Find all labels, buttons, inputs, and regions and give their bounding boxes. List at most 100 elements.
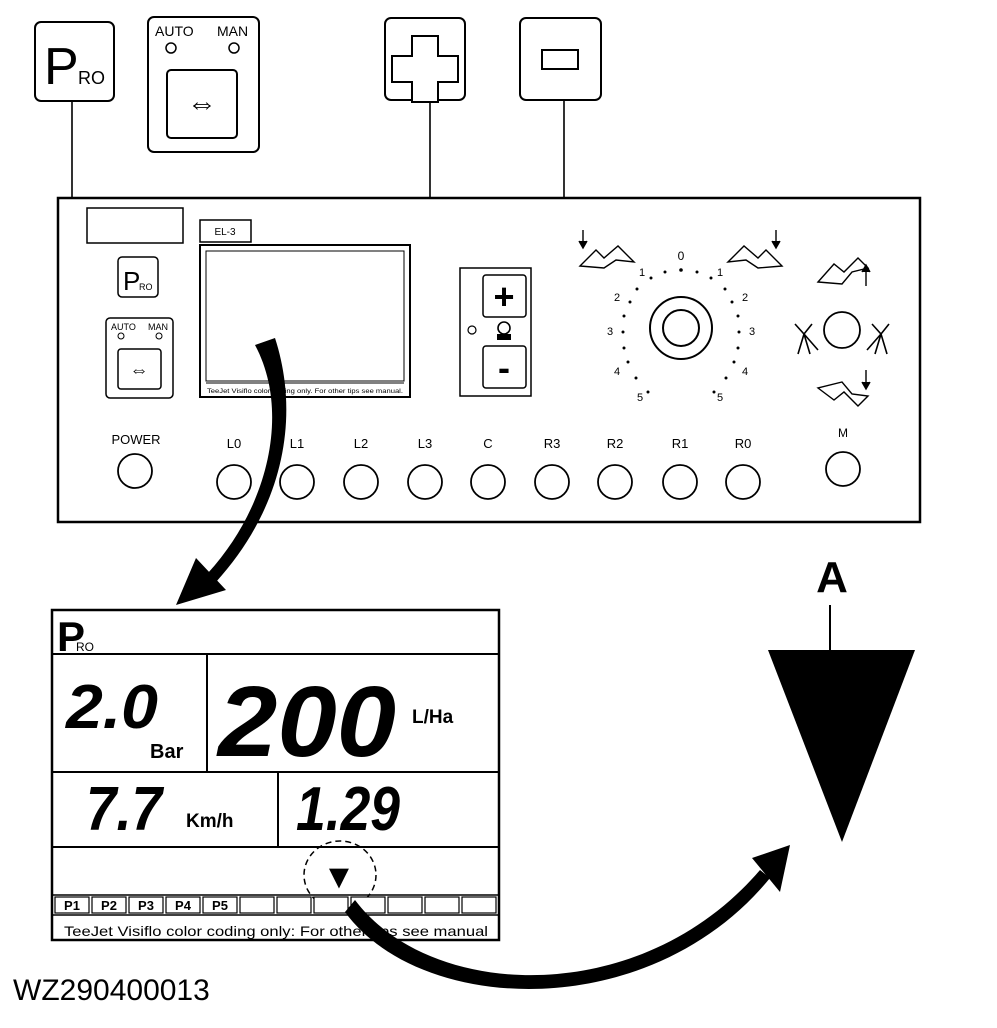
dial-tick-right-3: 3 (749, 326, 755, 338)
section-label-r0: R0 (735, 436, 752, 451)
power-button[interactable] (117, 453, 153, 489)
section-label-l1: L1 (290, 436, 304, 451)
pressure-value: 2.0 (65, 673, 158, 742)
console-plus-button[interactable]: + (482, 274, 527, 318)
console-man-led-icon (155, 332, 163, 340)
preset-cell-3 (128, 896, 164, 914)
m-button[interactable] (825, 451, 861, 487)
dial-tick-left-3: 3 (607, 326, 613, 338)
dial-tick-right-4: 4 (742, 366, 748, 378)
minus-icon (541, 49, 579, 70)
display-enlarged (50, 608, 501, 942)
key-lock-icon (497, 321, 511, 340)
dial-tick-right-2: 2 (742, 292, 748, 304)
dial-tick-left-1: 1 (639, 267, 645, 279)
section-button-r3[interactable] (534, 464, 570, 500)
console-label-plate (86, 207, 184, 244)
console-auto-label: AUTO (111, 322, 136, 332)
wing-right-icon (866, 323, 890, 355)
section-label-c: C (483, 436, 492, 451)
preset-cell-1 (54, 896, 90, 914)
man-led-icon (228, 42, 240, 54)
auto-label: AUTO (155, 23, 194, 39)
preset-cell-4 (165, 896, 201, 914)
boom-fold-left-icon (578, 230, 636, 269)
section-button-r0[interactable] (725, 464, 761, 500)
console-auto-led-icon (117, 332, 125, 340)
preset-cell-empty (387, 896, 423, 914)
console-pro-small: RO (139, 282, 153, 292)
tilt-up-icon (816, 257, 871, 286)
tilt-down-icon (816, 370, 871, 407)
console-adjust-block: + - (459, 267, 532, 397)
preset-cell-empty (239, 896, 275, 914)
preset-cell-5 (202, 896, 238, 914)
dial-tick-right-5: 5 (717, 392, 723, 404)
rate-unit: L/Ha (412, 707, 454, 728)
console-pro-button[interactable]: P RO (117, 256, 159, 298)
section-label-r2: R2 (607, 436, 624, 451)
callout-minus-button[interactable] (519, 17, 602, 101)
console-switch-arrows-icon: ⇔ (130, 360, 149, 381)
dial-tick-0: 0 (678, 249, 685, 263)
preset-cell-empty (424, 896, 460, 914)
display-logo-big: P (57, 613, 85, 660)
dial-tick-left-5: 5 (637, 392, 643, 404)
section-button-r1[interactable] (662, 464, 698, 500)
figure-id: WZ290400013 (13, 974, 210, 1007)
power-label: POWER (111, 432, 160, 447)
preset-label-5: P5 (212, 898, 228, 913)
dial-tick-right-1: 1 (717, 267, 723, 279)
curved-arrow-to-display (176, 338, 287, 605)
rotary-dial[interactable] (649, 296, 713, 360)
detail-label: A (816, 553, 848, 602)
preset-cell-empty (461, 896, 497, 914)
pro-logo-big: P (44, 38, 79, 96)
aux-value: 1.29 (296, 775, 400, 844)
section-label-l3: L3 (418, 436, 432, 451)
preset-cell-empty (276, 896, 312, 914)
preset-cell-empty (313, 896, 349, 914)
console-auto-man-switch[interactable]: AUTO MAN ⇔ (105, 317, 174, 399)
plus-icon (391, 35, 459, 103)
speed-value: 7.7 (86, 775, 164, 844)
preset-cell-2 (91, 896, 127, 914)
preset-label-1: P1 (64, 898, 80, 913)
callout-auto-man-switch[interactable]: AUTO MAN ⇔ (147, 16, 260, 153)
wing-left-icon (794, 323, 819, 355)
section-label-l0: L0 (227, 436, 241, 451)
m-label: M (838, 426, 848, 440)
rate-value: 200 (216, 666, 396, 778)
preset-label-3: P3 (138, 898, 154, 913)
section-button-l0[interactable] (216, 464, 252, 500)
section-button-r2[interactable] (597, 464, 633, 500)
preset-row: P1 P2 P3 P4 P5 (54, 896, 497, 914)
pro-logo-small: RO (78, 68, 105, 88)
dial-tick-left-2: 2 (614, 292, 620, 304)
section-button-l3[interactable] (407, 464, 443, 500)
model-tag-text: EL-3 (214, 227, 236, 238)
section-button-l1[interactable] (279, 464, 315, 500)
console-minus-icon: - (498, 347, 510, 388)
preset-label-2: P2 (101, 898, 117, 913)
section-label-r1: R1 (672, 436, 689, 451)
section-button-l2[interactable] (343, 464, 379, 500)
section-label-l2: L2 (354, 436, 368, 451)
console-plus-icon: + (493, 276, 514, 317)
curved-arrow-to-detail (345, 845, 790, 989)
auto-led-icon (165, 42, 177, 54)
section-label-r3: R3 (544, 436, 561, 451)
section-buttons: L0 L1 L2 L3 C R3 R2 R1 R0 (216, 436, 761, 500)
boom-fold-right-icon (726, 230, 784, 269)
console-minus-button[interactable]: - (482, 345, 527, 389)
speed-unit: Km/h (186, 811, 234, 832)
pointer-down-icon: ▼ (322, 858, 356, 896)
section-button-c[interactable] (470, 464, 506, 500)
man-label: MAN (217, 23, 248, 39)
console-pro-big: P (123, 266, 140, 296)
callout-plus-button[interactable] (384, 17, 466, 103)
preset-label-4: P4 (175, 898, 192, 913)
tilt-control-knob[interactable] (823, 311, 861, 349)
callout-pro-button[interactable]: P RO (34, 21, 115, 102)
dial-tick-left-4: 4 (614, 366, 620, 378)
